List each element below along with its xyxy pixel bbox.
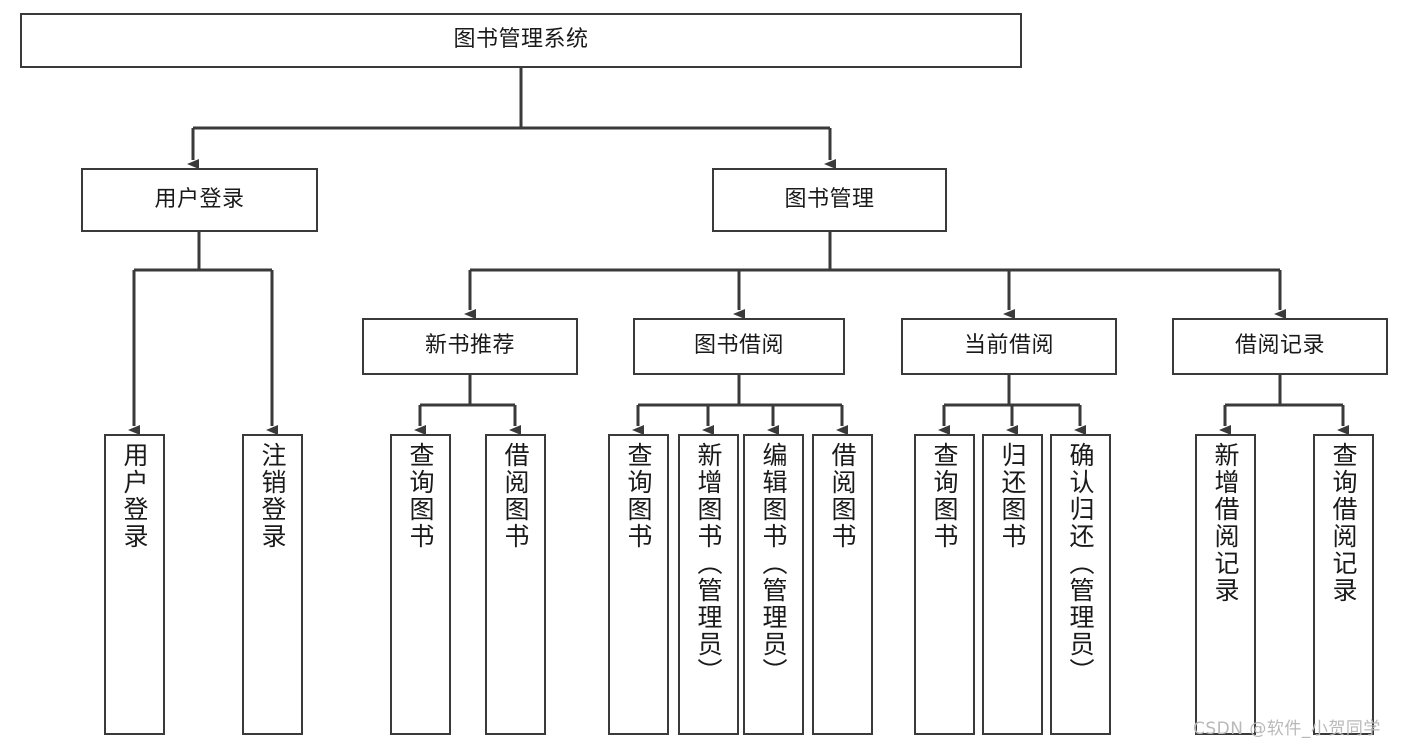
leaf-borrow-borrow-book[interactable]: 借阅图书 xyxy=(812,434,873,735)
node-label: 查询图书 xyxy=(406,442,435,550)
node-label: 注销登录 xyxy=(258,442,287,550)
node-label: 查询图书 xyxy=(624,442,653,550)
node-borrow-records[interactable]: 借阅记录 xyxy=(1172,318,1388,375)
node-label: 借阅图书 xyxy=(501,442,530,550)
node-label: 归还图书 xyxy=(998,442,1027,550)
leaf-user-login-signout[interactable]: 注销登录 xyxy=(242,434,303,735)
leaf-new-book-query[interactable]: 查询图书 xyxy=(390,434,451,735)
node-label: 编辑图书（管理员） xyxy=(759,442,788,685)
leaf-borrow-edit-book-admin[interactable]: 编辑图书（管理员） xyxy=(743,434,804,735)
csdn-watermark: CSDN @软件_小贺同学 xyxy=(1193,719,1381,739)
node-label: 用户登录 xyxy=(154,186,245,212)
leaf-current-query-book[interactable]: 查询图书 xyxy=(914,434,975,735)
leaf-current-return-book[interactable]: 归还图书 xyxy=(982,434,1043,735)
node-label: 查询借阅记录 xyxy=(1329,442,1358,604)
node-label: 查询图书 xyxy=(930,442,959,550)
leaf-current-confirm-return-admin[interactable]: 确认归还（管理员） xyxy=(1050,434,1111,735)
leaf-borrow-query-book[interactable]: 查询图书 xyxy=(608,434,669,735)
node-label: 图书管理 xyxy=(784,186,875,212)
node-label: 借阅记录 xyxy=(1234,333,1325,359)
node-book-management[interactable]: 图书管理 xyxy=(712,168,947,232)
node-label: 新书推荐 xyxy=(424,333,515,359)
node-new-book-recommend[interactable]: 新书推荐 xyxy=(362,318,578,375)
node-label: 借阅图书 xyxy=(828,442,857,550)
node-label: 当前借阅 xyxy=(963,333,1054,359)
node-label: 用户登录 xyxy=(120,442,149,550)
leaf-records-query-record[interactable]: 查询借阅记录 xyxy=(1313,434,1374,735)
leaf-user-login-signin[interactable]: 用户登录 xyxy=(104,434,165,735)
node-label: 图书管理系统 xyxy=(453,27,589,53)
node-current-borrow[interactable]: 当前借阅 xyxy=(901,318,1117,375)
node-root-library-system[interactable]: 图书管理系统 xyxy=(20,13,1022,68)
node-label: 确认归还（管理员） xyxy=(1066,442,1095,685)
node-label: 新增借阅记录 xyxy=(1211,442,1240,604)
leaf-new-book-borrow[interactable]: 借阅图书 xyxy=(485,434,546,735)
node-user-login[interactable]: 用户登录 xyxy=(81,168,318,232)
node-book-borrow[interactable]: 图书借阅 xyxy=(633,318,845,375)
node-label: 新增图书（管理员） xyxy=(694,442,723,685)
leaf-borrow-add-book-admin[interactable]: 新增图书（管理员） xyxy=(678,434,739,735)
node-label: 图书借阅 xyxy=(693,333,784,359)
leaf-records-add-record[interactable]: 新增借阅记录 xyxy=(1195,434,1256,735)
